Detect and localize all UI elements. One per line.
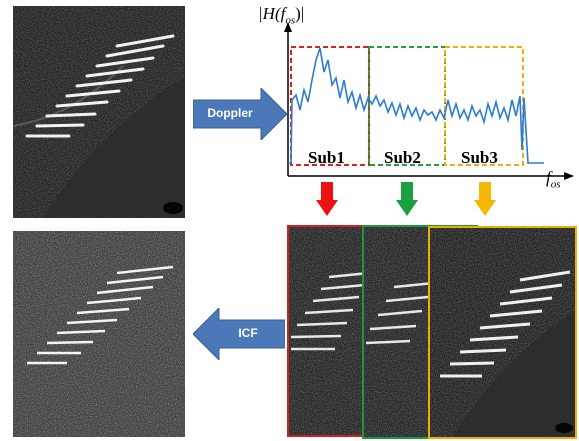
icf-arrow xyxy=(192,306,286,362)
doppler-label: Doppler xyxy=(207,106,253,120)
x-axis-label: fos xyxy=(546,168,561,191)
sar-image-result xyxy=(13,231,185,437)
green-down-arrow xyxy=(396,182,418,216)
spectrum-plot xyxy=(276,0,576,200)
sub3-label: Sub3 xyxy=(461,148,498,167)
sub3-image xyxy=(428,226,577,439)
yellow-down-arrow xyxy=(474,182,496,216)
sub2-label: Sub2 xyxy=(384,148,421,167)
y-axis-label: |H(fos)| xyxy=(258,4,305,27)
doppler-arrow xyxy=(192,86,288,142)
icf-label: ICF xyxy=(238,326,258,340)
sar-image-original xyxy=(13,6,185,218)
sub1-label: Sub1 xyxy=(308,148,345,167)
red-down-arrow xyxy=(316,182,338,216)
